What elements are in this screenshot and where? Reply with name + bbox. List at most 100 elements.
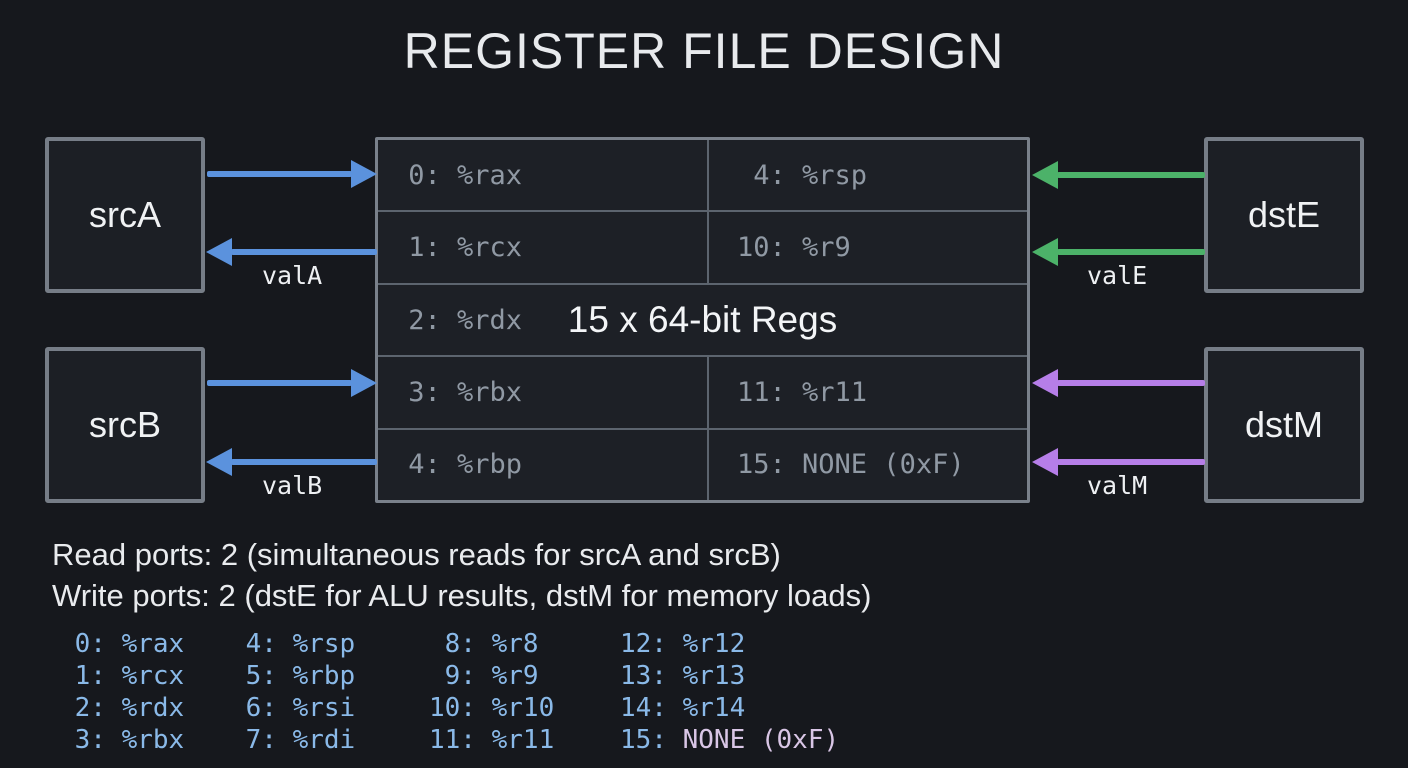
list-row: 0: %rax 4:%rsp 8:%r8 12:%r12 [59, 628, 839, 660]
rf-cell: 3: %rbx [378, 357, 709, 428]
reg-index: 11: [737, 376, 786, 408]
register-file-caption: 15 x 64-bit Regs [567, 299, 838, 341]
reg-index: 3: [408, 376, 441, 408]
reg-name: %rdx [121, 693, 185, 723]
rf-cell: 4:%rsp [709, 140, 1027, 210]
list-item: 9:%r9 [429, 660, 620, 692]
reg-index: 10: [737, 232, 786, 264]
reg-name: %r12 [682, 629, 746, 659]
arrow-shaft [1057, 459, 1205, 465]
reg-index: 6: [245, 693, 277, 723]
reg-name-none: NONE (0xF) [682, 725, 840, 755]
reg-name: %rax [457, 159, 523, 191]
reg-name: %r13 [682, 661, 746, 691]
reg-index: 11: [429, 725, 476, 755]
vala-data-arrow [206, 238, 377, 266]
arrow-head-icon [1032, 161, 1058, 189]
arrow-shaft [231, 459, 377, 465]
list-item: 10: %r10 [429, 692, 620, 724]
reg-name: %rbp [457, 449, 523, 481]
arrow-shaft [207, 380, 352, 386]
reg-name: %rbp [292, 661, 356, 691]
reg-index: 14: [620, 693, 667, 723]
register-index-list: 0: %rax 4:%rsp 8:%r8 12:%r12 1:%rcx 5: %rb… [59, 628, 840, 756]
rf-cell: 15: NONE (0xF) [709, 430, 1027, 500]
reg-name: %rcx [457, 232, 523, 264]
reg-name: %r9 [491, 661, 539, 691]
dstm-port-box: dstM [1204, 347, 1364, 503]
reg-index: 7: [245, 725, 277, 755]
reg-index: 2: [74, 693, 106, 723]
page-title: REGISTER FILE DESIGN [403, 23, 1005, 79]
arrow-head-icon [206, 238, 232, 266]
reg-name: %rsi [292, 693, 356, 723]
reg-index: 4: [753, 159, 786, 191]
rf-cell: 0: %rax [378, 140, 709, 211]
reg-name: NONE (0xF) [802, 449, 965, 481]
reg-index: 4: [408, 449, 441, 481]
list-item: 5: %rbp [230, 660, 429, 692]
arrow-shaft [231, 249, 377, 255]
rf-row-3: 2:%rdx 15 x 64-bit Regs [378, 285, 1027, 358]
rf-cell: 4: %rbp [378, 429, 709, 501]
dste-label: dstE [1247, 194, 1321, 235]
list-item: 14: %r14 [620, 692, 745, 724]
dste-address-arrow [1032, 161, 1205, 189]
rf-cell: 1: %rcx [378, 212, 709, 283]
reg-name: %r8 [491, 629, 539, 659]
reg-name: %r10 [491, 693, 555, 723]
reg-name: %rbx [457, 376, 523, 408]
valm-data-arrow [1032, 448, 1205, 476]
list-item: 13: %r13 [620, 660, 745, 692]
reg-name: %r11 [802, 376, 868, 408]
arrow-head-icon [351, 369, 377, 397]
list-row: 1:%rcx 5: %rbp 9:%r9 13: %r13 [59, 660, 839, 692]
reg-index: 1: [408, 232, 441, 264]
srcb-port-box: srcB [45, 347, 205, 503]
reg-name: %r14 [682, 693, 746, 723]
arrow-head-icon [1032, 238, 1058, 266]
list-item: 1:%rcx [59, 660, 230, 692]
list-item: 3:%rbx [59, 724, 230, 756]
list-item: 4:%rsp [230, 628, 429, 660]
srca-label: srcA [89, 194, 161, 235]
vale-data-arrow [1032, 238, 1205, 266]
arrow-head-icon [351, 160, 377, 188]
dstm-address-arrow [1032, 369, 1205, 397]
reg-index: 15: [737, 449, 786, 481]
rf-cell: 2:%rdx [378, 285, 709, 355]
reg-name: %rdi [292, 725, 356, 755]
arrow-shaft [207, 171, 352, 177]
srca-address-arrow [207, 160, 377, 188]
list-item: 11: %r11 [429, 724, 620, 756]
list-item: 12:%r12 [620, 628, 745, 660]
dste-port-box: dstE [1204, 137, 1364, 293]
reg-name: %r11 [491, 725, 555, 755]
vala-label: valA [262, 261, 323, 290]
valm-label: valM [1087, 471, 1148, 500]
reg-index: 5: [245, 661, 277, 691]
list-item: 0: %rax [59, 628, 230, 660]
reg-name: %r9 [802, 232, 851, 264]
reg-name: %rbx [121, 725, 185, 755]
reg-index: 4: [245, 629, 277, 659]
read-ports-note: Read ports: 2 (simultaneous reads for sr… [52, 537, 781, 572]
ports-notes: Read ports: 2 (simultaneous reads for sr… [52, 534, 871, 616]
rf-cell: 10: %r9 [709, 212, 1027, 282]
rf-row-4: 3: %rbx 11: %r11 [378, 357, 1027, 430]
list-item: 8:%r8 [429, 628, 620, 660]
reg-index: 13: [620, 661, 667, 691]
reg-index: 10: [429, 693, 476, 723]
valb-data-arrow [206, 448, 377, 476]
arrow-shaft [1057, 172, 1205, 178]
srca-port-box: srcA [45, 137, 205, 293]
list-row: 2: %rdx 6: %rsi 10: %r10 14: %r14 [59, 692, 839, 724]
reg-index: 2: [408, 304, 441, 336]
list-item: 2: %rdx [59, 692, 230, 724]
reg-index: 0: [408, 159, 441, 191]
rf-cell: 11: %r11 [709, 357, 1027, 427]
reg-index: 0: [74, 629, 106, 659]
reg-name: %rax [121, 629, 185, 659]
arrow-head-icon [206, 448, 232, 476]
